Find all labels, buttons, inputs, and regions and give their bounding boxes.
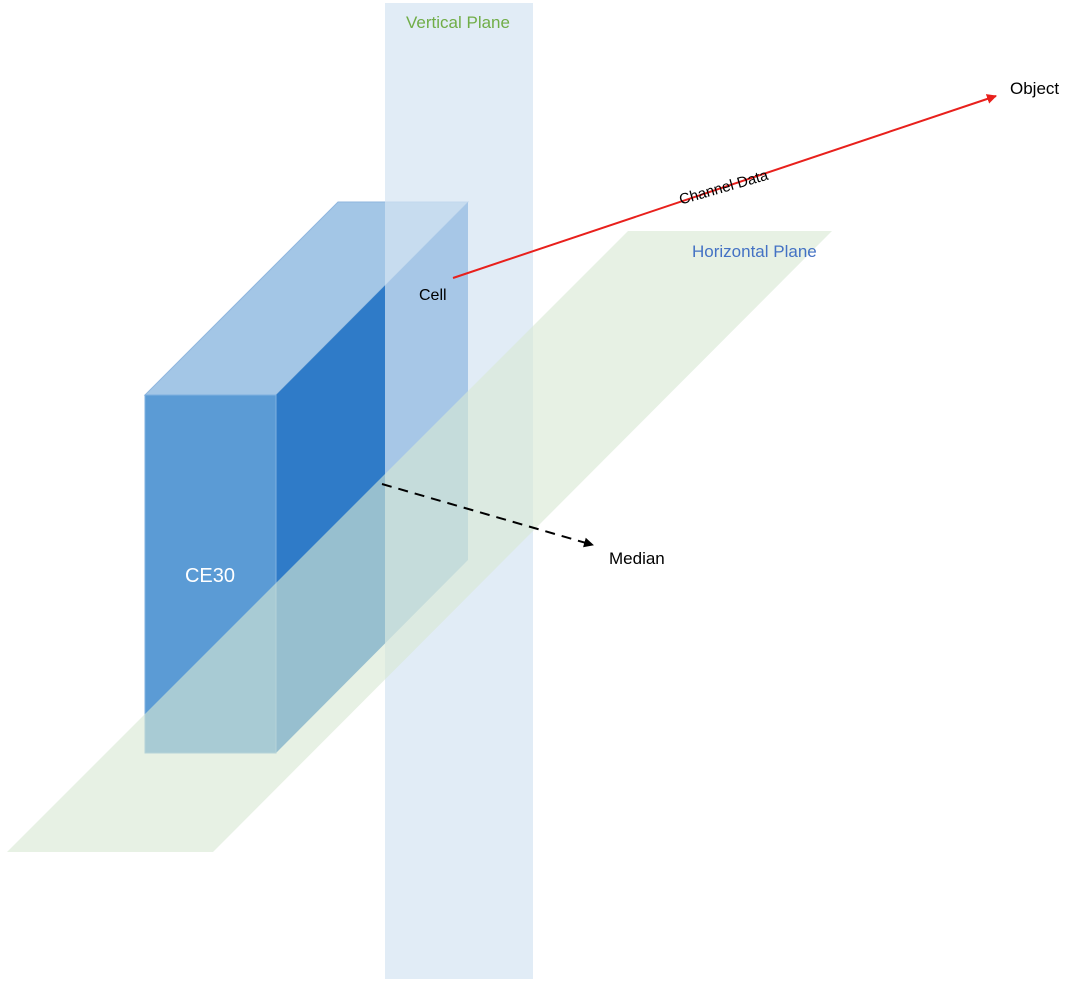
vertical-plane-label: Vertical Plane xyxy=(406,13,510,32)
channel-data-label: Channel Data xyxy=(677,167,770,209)
cell-label: Cell xyxy=(419,287,447,304)
median-arrow xyxy=(381,483,594,548)
channel-data-arrow xyxy=(452,94,997,279)
object-label: Object xyxy=(1010,79,1059,98)
horizontal-plane-label: Horizontal Plane xyxy=(692,242,817,261)
device-label: CE30 xyxy=(185,565,235,587)
median-label: Median xyxy=(609,549,665,568)
horizontal-plane xyxy=(7,231,832,852)
